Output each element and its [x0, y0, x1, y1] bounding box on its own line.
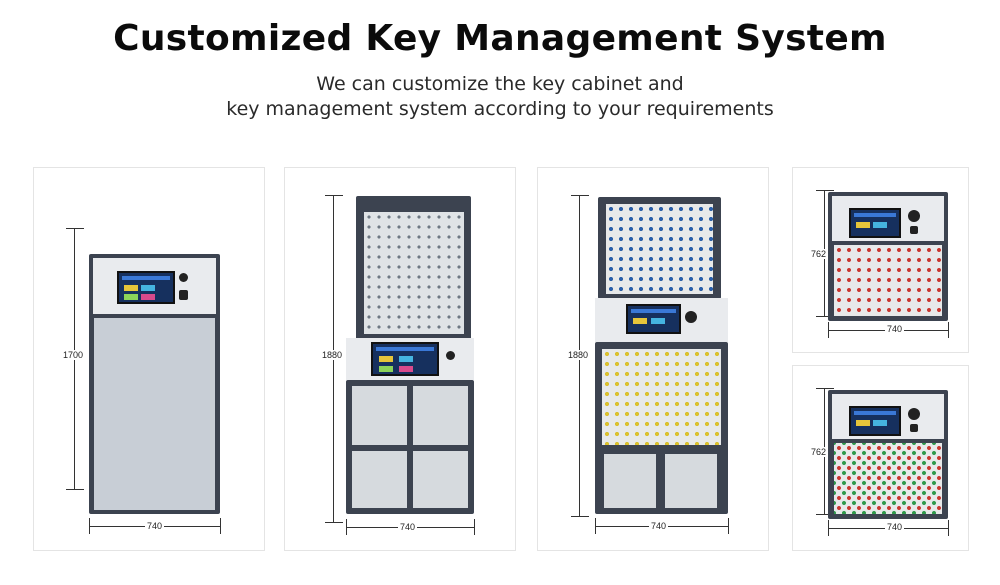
- dimension-tick: [816, 514, 834, 515]
- touch-screen: [849, 208, 901, 238]
- width-label: 740: [145, 521, 165, 531]
- touch-screen: [626, 304, 681, 334]
- dimension-tick: [474, 519, 475, 535]
- key-pegboard: [834, 443, 942, 514]
- locker-door: [663, 452, 719, 510]
- dimension-tick: [66, 489, 84, 490]
- dimension-tick: [816, 190, 834, 191]
- dimension-tick: [325, 522, 343, 523]
- width-label: 740: [398, 522, 418, 532]
- height-label: 1880: [320, 350, 345, 360]
- height-label: 762: [809, 447, 829, 457]
- dimension-tick: [948, 520, 949, 536]
- card-reader-icon: [446, 351, 455, 360]
- key-pegboard: [364, 212, 464, 334]
- dimension-tick: [571, 195, 589, 196]
- product-card-4: 762 740: [792, 167, 969, 353]
- key-pegboard: [602, 349, 721, 445]
- page-subtitle-line-1: We can customize the key cabinet and: [316, 73, 684, 95]
- locker-door: [350, 449, 409, 510]
- page-title: Customized Key Management System: [113, 18, 887, 59]
- width-label: 740: [885, 324, 905, 334]
- dimension-tick: [595, 518, 596, 534]
- touch-screen: [849, 406, 901, 436]
- cabinet-door: [94, 318, 215, 510]
- product-card-5: 762 740: [792, 365, 969, 551]
- locker-door: [602, 452, 658, 510]
- dimension-tick: [220, 518, 221, 534]
- card-reader-icon: [179, 273, 188, 282]
- dimension-tick: [89, 518, 90, 534]
- dimension-tick: [728, 518, 729, 534]
- product-card-3: 1880 740: [537, 167, 769, 551]
- height-label: 1880: [566, 350, 591, 360]
- dimension-tick: [816, 316, 834, 317]
- page-subtitle-line-2: key management system according to your …: [226, 98, 774, 120]
- locker-door: [350, 384, 409, 447]
- key-pegboard: [606, 204, 713, 294]
- fingerprint-scanner-icon: [910, 424, 918, 432]
- product-card-1: 1700 740: [33, 167, 265, 551]
- dimension-tick: [828, 322, 829, 338]
- dimension-tick: [346, 519, 347, 535]
- width-label: 740: [649, 521, 669, 531]
- locker-door: [411, 384, 470, 447]
- touch-screen: [371, 342, 439, 376]
- fingerprint-scanner-icon: [910, 226, 918, 234]
- card-reader-icon: [908, 210, 920, 222]
- dimension-tick: [948, 322, 949, 338]
- dimension-tick: [571, 516, 589, 517]
- camera-icon: [685, 311, 697, 323]
- width-label: 740: [885, 522, 905, 532]
- product-card-2: 1880 740: [284, 167, 516, 551]
- dimension-tick: [828, 520, 829, 536]
- fingerprint-scanner-icon: [179, 290, 188, 300]
- dimension-tick: [325, 195, 343, 196]
- height-label: 762: [809, 249, 829, 259]
- key-pegboard: [834, 245, 942, 316]
- dimension-tick: [66, 228, 84, 229]
- card-reader-icon: [908, 408, 920, 420]
- touch-screen: [117, 271, 175, 304]
- dimension-tick: [816, 388, 834, 389]
- locker-door: [411, 449, 470, 510]
- height-label: 1700: [61, 350, 86, 360]
